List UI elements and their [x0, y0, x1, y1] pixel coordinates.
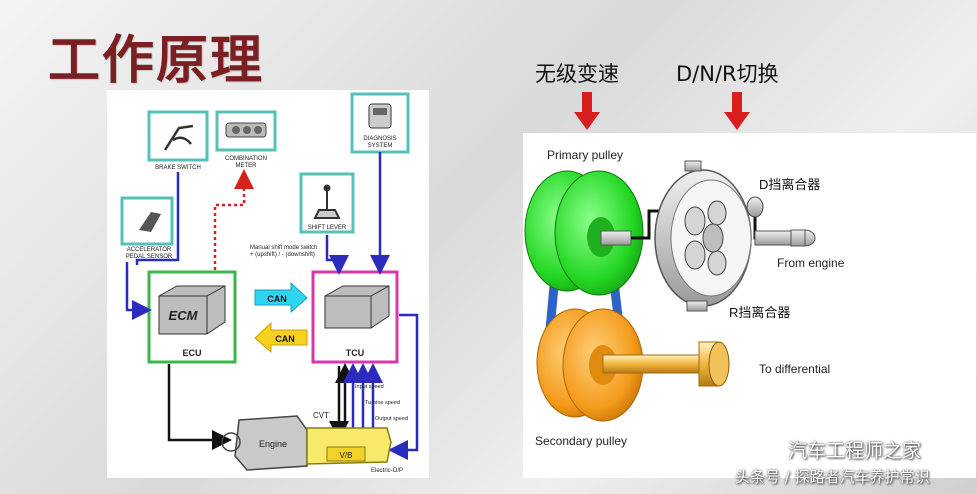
sun-gear: [702, 223, 724, 253]
input-speed-label: Input speed: [355, 384, 384, 390]
output-shaft: [602, 354, 714, 374]
ecu-to-meter-line: [213, 169, 254, 270]
cvt-label: CVT: [313, 411, 329, 420]
planetary-gear-3: [707, 200, 727, 226]
planetary-gear-4: [707, 250, 727, 276]
can-arrow-top: [254, 281, 308, 314]
primary-pulley-label: Primary pulley: [547, 148, 623, 162]
combination-meter-label-2: METER: [236, 163, 258, 169]
tcu-label: TCU: [346, 348, 365, 358]
from-engine-label: From engine: [777, 256, 845, 270]
shift-lever-icon: [313, 190, 341, 219]
engine-label: Engine: [259, 439, 287, 449]
cvt-down-arrow: [574, 92, 600, 130]
ecu-to-engine-line: [167, 364, 232, 450]
ecm-label: ECM: [169, 308, 199, 323]
brake-to-ecu-line: [135, 172, 180, 265]
manual-shift-label-1: Manual shift mode switch: [250, 245, 317, 251]
d-clutch-label: D挡离合器: [759, 177, 820, 192]
brake-switch-box: [147, 110, 209, 162]
engine-input-shaft: [754, 230, 792, 246]
can-label-bottom: CAN: [275, 334, 295, 344]
tcu-module-icon: [324, 285, 390, 329]
control-diagram-panel: BRAKE SWITCH COMBINATION METER DIAGNOSIS…: [107, 90, 429, 478]
diagnosis-label-2: SYSTEM: [368, 143, 393, 149]
tcu-to-op-line: [388, 313, 419, 460]
ecm-module-icon: [158, 285, 226, 335]
watermark-brand: 汽车工程师之家: [788, 440, 922, 462]
manual-shift-label-2: + (upshift) / - (downshift): [250, 252, 315, 258]
electric-op-label: Electric-O/P: [371, 468, 403, 474]
brake-switch-label: BRAKE SWITCH: [155, 165, 201, 171]
watermark-source: 头条号 / 探路者汽车养护常识: [735, 468, 930, 486]
accelerator-label-2: PEDAL SENSOR: [126, 254, 173, 260]
can-label-top: CAN: [267, 294, 287, 304]
secondary-pulley-label: Secondary pulley: [535, 434, 627, 448]
turbine-speed-label: Turbine speed: [365, 400, 400, 406]
cvt-header: 无级变速: [535, 62, 619, 86]
input-shaft: [600, 230, 632, 246]
accelerator-box: [120, 196, 174, 246]
accelerator-label-1: ACCELERATOR: [127, 247, 172, 253]
pulley-diagram-panel: Primary pulley To differential D挡离合器 Fro…: [523, 133, 976, 478]
can-arrow-bottom: [254, 321, 308, 354]
diagnosis-label-1: DIAGNOSIS: [363, 136, 396, 142]
chat-bubble-icon: [756, 435, 784, 455]
combination-meter-label-1: COMBINATION: [225, 156, 267, 162]
vb-box: [326, 446, 366, 462]
engine-block: [234, 415, 308, 471]
shift-lever-label: SHIFT LEVER: [308, 225, 347, 231]
dnr-down-arrow: [724, 92, 750, 130]
planetary-gear-2: [684, 240, 706, 270]
ecu-label: ECU: [182, 348, 201, 358]
dnr-header: D/N/R切换: [676, 62, 779, 86]
d-clutch-hub: [746, 196, 764, 218]
slide-title: 工作原理: [48, 31, 265, 91]
shift-to-tcu-line: [325, 235, 349, 275]
engine-fan-icon: [221, 432, 241, 452]
r-clutch-plate: [686, 300, 708, 312]
r-clutch-label: R挡离合器: [729, 305, 790, 320]
output-speed-label: Output speed: [375, 416, 408, 422]
to-differential-label: To differential: [759, 362, 830, 376]
accel-to-ecu-line: [125, 262, 152, 320]
control-diagram: BRAKE SWITCH COMBINATION METER DIAGNOSIS…: [120, 92, 419, 474]
vb-label: V/B: [340, 451, 353, 460]
planetary-gear-1: [684, 206, 706, 236]
diagnosis-tool-icon: [368, 103, 392, 129]
accelerator-pedal-icon: [139, 212, 161, 232]
pulley-diagram: Primary pulley To differential D挡离合器 Fro…: [524, 148, 845, 448]
top-clutch-plate: [684, 160, 702, 172]
brake-pedal-icon: [163, 124, 194, 151]
